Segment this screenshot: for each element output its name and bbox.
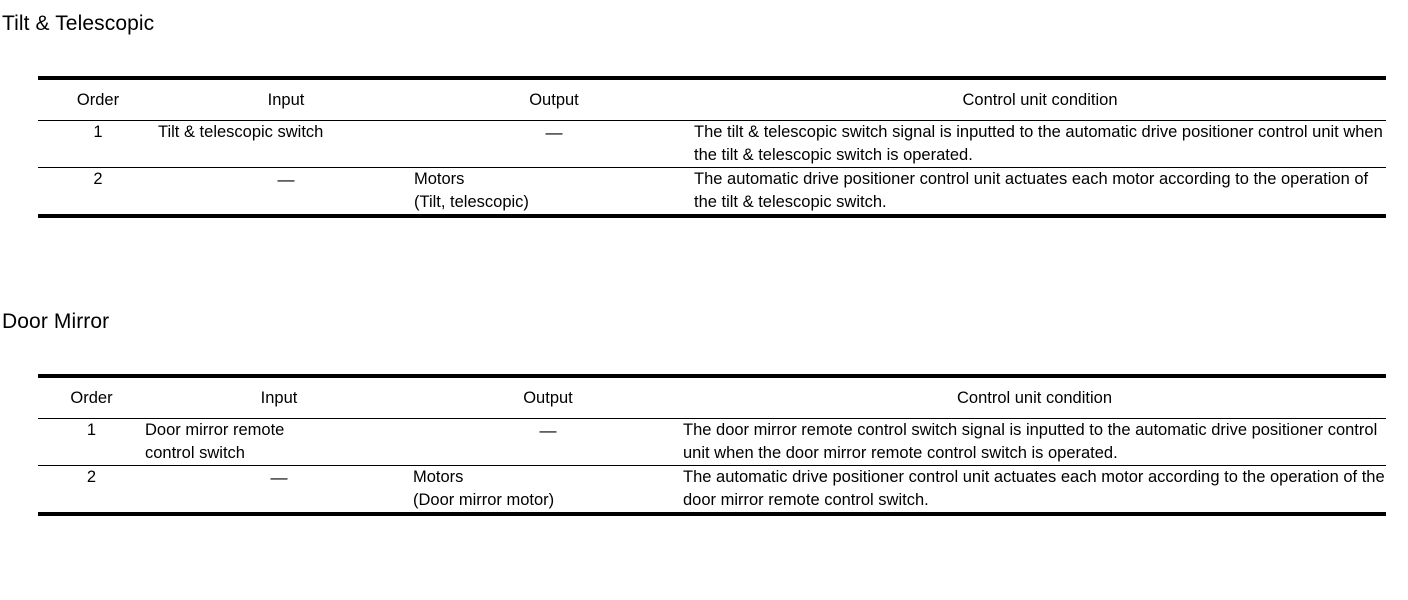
table-row: 1 Tilt & telescopic switch — The tilt & … (38, 120, 1386, 168)
table-header-row: Order Input Output Control unit conditio… (38, 374, 1386, 419)
column-header-order: Order (38, 374, 145, 419)
cell-order: 1 (38, 418, 145, 466)
cell-input: Door mirror remote control switch (145, 418, 413, 466)
section-heading-tilt-telescopic: Tilt & Telescopic (2, 12, 155, 35)
cell-output: Motors (Door mirror motor) (413, 465, 683, 516)
cell-output-line-2: (Tilt, telescopic) (414, 193, 529, 211)
table-tilt-telescopic: Order Input Output Control unit conditio… (38, 76, 1386, 218)
cell-control-unit-condition: The automatic drive positioner control u… (683, 465, 1386, 516)
section-heading-door-mirror: Door Mirror (2, 310, 110, 333)
table-header-row: Order Input Output Control unit conditio… (38, 76, 1386, 121)
column-header-control-unit-condition: Control unit condition (694, 76, 1386, 121)
cell-control-unit-condition: The door mirror remote control switch si… (683, 418, 1386, 466)
cell-output-line-1: Motors (414, 170, 465, 188)
column-header-control-unit-condition: Control unit condition (683, 374, 1386, 419)
cell-input-line-1: Door mirror remote (145, 421, 285, 439)
table-row: 2 — Motors (Tilt, telescopic) The automa… (38, 167, 1386, 218)
cell-input-line-2: control switch (145, 444, 245, 462)
table-row: 2 — Motors (Door mirror motor) The autom… (38, 465, 1386, 516)
table-row: 1 Door mirror remote control switch — Th… (38, 418, 1386, 466)
cell-control-unit-condition: The automatic drive positioner control u… (694, 167, 1386, 218)
cell-input: Tilt & telescopic switch (158, 120, 414, 168)
cell-order: 2 (38, 167, 158, 218)
table-door-mirror: Order Input Output Control unit conditio… (38, 374, 1386, 516)
cell-output: — (414, 120, 694, 168)
cell-control-unit-condition: The tilt & telescopic switch signal is i… (694, 120, 1386, 168)
column-header-output: Output (413, 374, 683, 419)
cell-output-line-1: Motors (413, 468, 464, 486)
cell-input: — (145, 465, 413, 516)
column-header-order: Order (38, 76, 158, 121)
column-header-output: Output (414, 76, 694, 121)
cell-input: — (158, 167, 414, 218)
cell-output-line-2: (Door mirror motor) (413, 491, 555, 509)
cell-order: 2 (38, 465, 145, 516)
cell-order: 1 (38, 120, 158, 168)
column-header-input: Input (145, 374, 413, 419)
column-header-input: Input (158, 76, 414, 121)
cell-output: — (413, 418, 683, 466)
cell-output: Motors (Tilt, telescopic) (414, 167, 694, 218)
